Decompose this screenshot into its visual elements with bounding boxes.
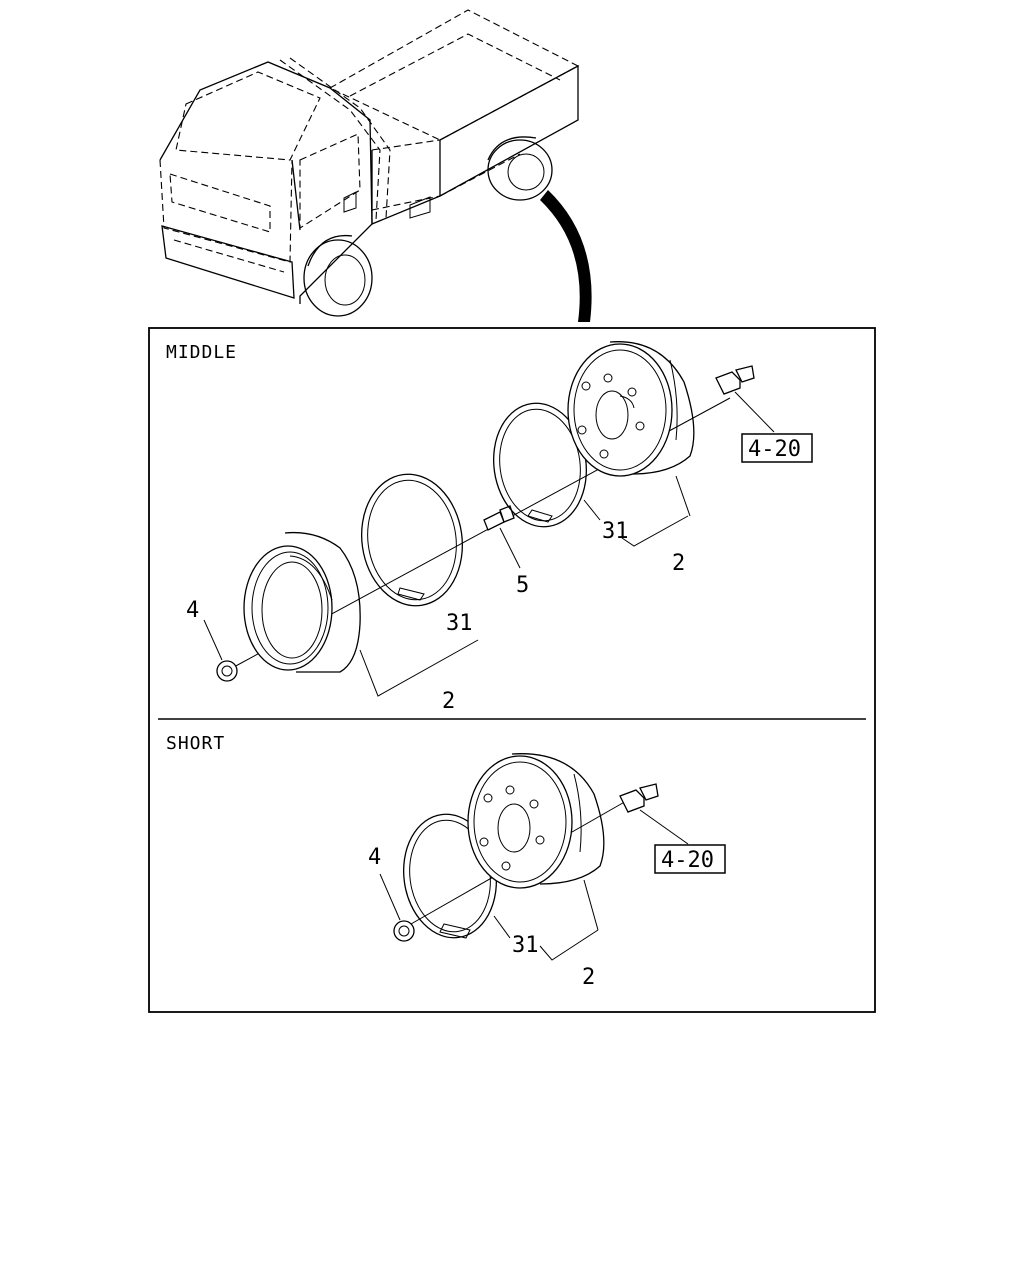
callout-rim-inner: 2 [672, 551, 685, 576]
reference-label: 4-20 [661, 848, 714, 873]
rim-ring-outer [360, 473, 464, 607]
middle-section-title: MIDDLE [166, 342, 237, 363]
callout-rim-outer: 2 [442, 689, 455, 714]
reference-box [654, 844, 726, 874]
reference-box [741, 433, 813, 463]
callout-nut: 4 [368, 845, 381, 870]
inner-wheel-disc [567, 341, 695, 517]
callout-ring: 31 [512, 933, 539, 958]
wheel-nut [379, 873, 415, 942]
callout-ring-inner: 31 [602, 519, 629, 544]
stud-bolt [715, 365, 775, 433]
wheel-nut [203, 619, 238, 682]
stud-bolt [619, 783, 689, 845]
callout-ring-outer: 31 [446, 611, 473, 636]
diagram-frame [148, 327, 876, 1013]
short-section: SHORT [166, 733, 726, 990]
callout-nut: 4 [186, 598, 199, 623]
short-section-title: SHORT [166, 733, 225, 754]
reference-label: 4-20 [748, 437, 801, 462]
wheel-disc [467, 753, 605, 931]
callout-rim: 2 [582, 965, 595, 990]
callout-bolt: 5 [516, 573, 529, 598]
outer-rim [243, 531, 361, 673]
middle-section: MIDDLE [166, 341, 813, 714]
truck-illustration [159, 9, 592, 322]
